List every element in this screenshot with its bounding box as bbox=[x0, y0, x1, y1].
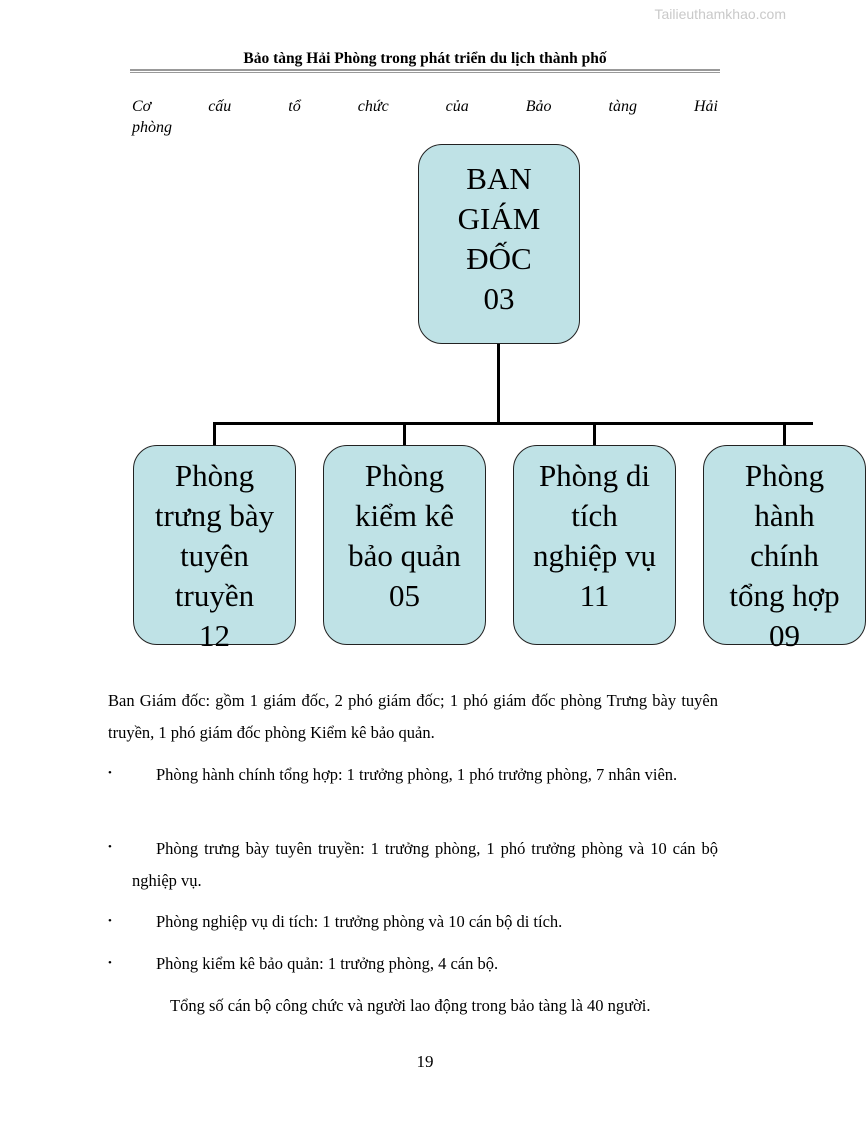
connector-bar bbox=[213, 422, 813, 425]
chart-caption: Cơ cấu tổ chức của Bảo tàng Hải bbox=[132, 98, 718, 115]
org-box-line: Phòng bbox=[364, 458, 445, 493]
org-box-board-of-directors: BAN GIÁM ĐỐC 03 bbox=[418, 144, 580, 344]
bullet-icon: • bbox=[108, 841, 112, 853]
org-box-line: Phòng di bbox=[538, 458, 651, 493]
org-box-line: kiểm kê bbox=[355, 498, 454, 533]
bullet-icon: • bbox=[108, 957, 112, 969]
org-box-line: hành bbox=[754, 498, 815, 533]
header-rule bbox=[130, 69, 720, 73]
list-item: Phòng trưng bày tuyên truyền: 1 trưởng p… bbox=[132, 839, 718, 890]
org-box-line: tổng hợp bbox=[729, 578, 840, 613]
org-box-line: Phòng bbox=[174, 458, 255, 493]
org-box-line: bảo quản bbox=[348, 538, 461, 573]
page-number: 19 bbox=[416, 1052, 434, 1071]
org-box-inventory-department: Phòng kiểm kê bảo quản 05 bbox=[323, 445, 486, 645]
org-box-line: BAN bbox=[466, 161, 532, 196]
total-staff-sentence: Tổng số cán bộ công chức và người lao độ… bbox=[170, 996, 651, 1015]
bullet-icon: • bbox=[108, 767, 112, 779]
org-box-line: tuyên bbox=[180, 538, 249, 573]
org-box-line: Phòng bbox=[744, 458, 825, 493]
org-box-line: trưng bày bbox=[154, 498, 275, 533]
connector-drop-3 bbox=[593, 422, 596, 445]
org-box-line: 12 bbox=[199, 618, 230, 653]
org-box-line: ĐỐC bbox=[466, 241, 532, 276]
list-item: Phòng nghiệp vụ di tích: 1 trưởng phòng … bbox=[156, 912, 563, 931]
org-box-line: chính bbox=[750, 538, 819, 573]
org-box-administration-department: Phòng hành chính tổng hợp 09 bbox=[703, 445, 866, 653]
connector-drop-1 bbox=[213, 422, 216, 445]
connector-trunk bbox=[497, 344, 500, 424]
org-box-line: truyền bbox=[174, 578, 255, 613]
connector-drop-2 bbox=[403, 422, 406, 445]
org-box-line: 03 bbox=[483, 281, 515, 316]
watermark: Tailieuthamkhao.com bbox=[654, 6, 786, 22]
org-box-line: 05 bbox=[389, 578, 420, 613]
bullet-icon: • bbox=[108, 915, 112, 927]
org-chart: BAN GIÁM ĐỐC 03 Phòng trưng bày tuyên tr… bbox=[0, 140, 866, 653]
org-box-line: nghiệp vụ bbox=[532, 538, 657, 573]
org-box-line: 11 bbox=[579, 578, 610, 613]
org-box-line: 09 bbox=[769, 618, 800, 653]
chart-caption-continued: phòng bbox=[132, 119, 172, 136]
list-item: Phòng kiểm kê bảo quản: 1 trưởng phòng, … bbox=[156, 954, 499, 973]
running-header: Bảo tàng Hải Phòng trong phát triển du l… bbox=[243, 50, 607, 67]
org-box-line: tích bbox=[571, 498, 618, 533]
org-box-heritage-department: Phòng di tích nghiệp vụ 11 bbox=[513, 445, 676, 645]
org-box-line: GIÁM bbox=[457, 201, 541, 236]
org-box-exhibition-department: Phòng trưng bày tuyên truyền 12 bbox=[133, 445, 296, 653]
connector-drop-4 bbox=[783, 422, 786, 445]
list-item: Phòng hành chính tổng hợp: 1 trưởng phòn… bbox=[156, 765, 678, 784]
intro-paragraph: Ban Giám đốc: gồm 1 giám đốc, 2 phó giám… bbox=[108, 691, 718, 742]
